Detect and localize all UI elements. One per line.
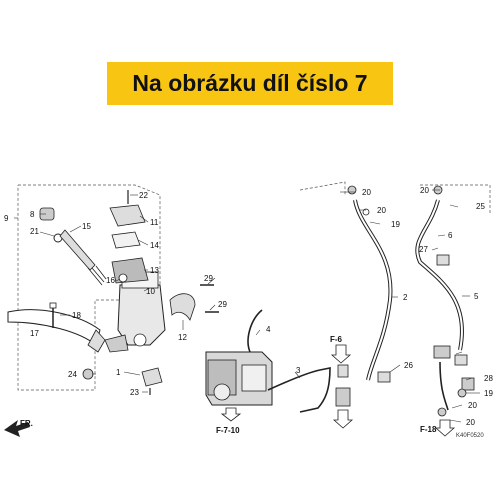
part-label-16: 16 bbox=[106, 276, 115, 285]
part-label-24: 24 bbox=[68, 370, 77, 379]
abs-modulator bbox=[205, 351, 273, 422]
part-label-23: 23 bbox=[130, 388, 139, 397]
reference-labels: F-6 F-7-10 F-18 K40F0520 bbox=[216, 335, 484, 439]
part-label-17: 17 bbox=[30, 329, 39, 338]
part-label-28: 28 bbox=[484, 374, 493, 383]
part-label-2: 2 bbox=[403, 293, 408, 302]
diagram-code: K40F0520 bbox=[456, 433, 484, 439]
leader-lines bbox=[14, 189, 480, 423]
part-label-8: 8 bbox=[30, 210, 35, 219]
banner-text: Na obrázku díl číslo 7 bbox=[132, 70, 368, 96]
part-label-11: 11 bbox=[150, 218, 159, 227]
part-label-15: 15 bbox=[82, 222, 91, 231]
part-label-18: 18 bbox=[72, 311, 81, 320]
small-parts bbox=[82, 367, 163, 395]
front-arrow-icon: FR. bbox=[4, 419, 33, 437]
part-label-27: 27 bbox=[419, 245, 428, 254]
part-label-19-b: 19 bbox=[484, 389, 493, 398]
part-label-14: 14 bbox=[150, 241, 159, 250]
part-label-3: 3 bbox=[296, 366, 301, 375]
part-label-26: 26 bbox=[404, 361, 413, 370]
part-label-5: 5 bbox=[474, 292, 479, 301]
part-number-labels: 9 8 21 15 18 17 22 11 14 13 16 10 1 24 2… bbox=[4, 186, 493, 427]
piston-parts bbox=[39, 207, 107, 286]
part-label-4: 4 bbox=[266, 325, 271, 334]
part-label-13: 13 bbox=[150, 266, 159, 275]
brake-lever bbox=[7, 309, 106, 353]
reservoir-parts bbox=[109, 190, 149, 284]
part-label-20-e: 20 bbox=[466, 418, 475, 427]
brake-hoses bbox=[247, 199, 464, 413]
hose-fittings bbox=[330, 185, 475, 437]
part-label-6: 6 bbox=[448, 231, 453, 240]
ref-f18: F-18 bbox=[420, 425, 437, 434]
part-label-21: 21 bbox=[30, 227, 39, 236]
part-label-20-a: 20 bbox=[362, 188, 371, 197]
part-label-25: 25 bbox=[476, 202, 485, 211]
part-label-22: 22 bbox=[139, 191, 148, 200]
part-label-10: 10 bbox=[146, 287, 155, 296]
holder-clamp bbox=[169, 284, 219, 321]
part-label-12: 12 bbox=[178, 333, 187, 342]
part-label-9: 9 bbox=[4, 214, 9, 223]
ref-f7-10: F-7-10 bbox=[216, 426, 240, 435]
part-label-29-upper: 29 bbox=[204, 274, 213, 283]
part-label-1: 1 bbox=[116, 368, 121, 377]
part-label-29-lower: 29 bbox=[218, 300, 227, 309]
part-label-20-d: 20 bbox=[468, 401, 477, 410]
lever-bolt bbox=[49, 302, 57, 328]
title-banner: Na obrázku díl číslo 7 bbox=[107, 62, 393, 105]
part-label-19-a: 19 bbox=[391, 220, 400, 229]
front-label: FR. bbox=[20, 419, 33, 428]
ref-f6: F-6 bbox=[330, 335, 343, 344]
part-label-20-c: 20 bbox=[420, 186, 429, 195]
part-label-20-b: 20 bbox=[377, 206, 386, 215]
